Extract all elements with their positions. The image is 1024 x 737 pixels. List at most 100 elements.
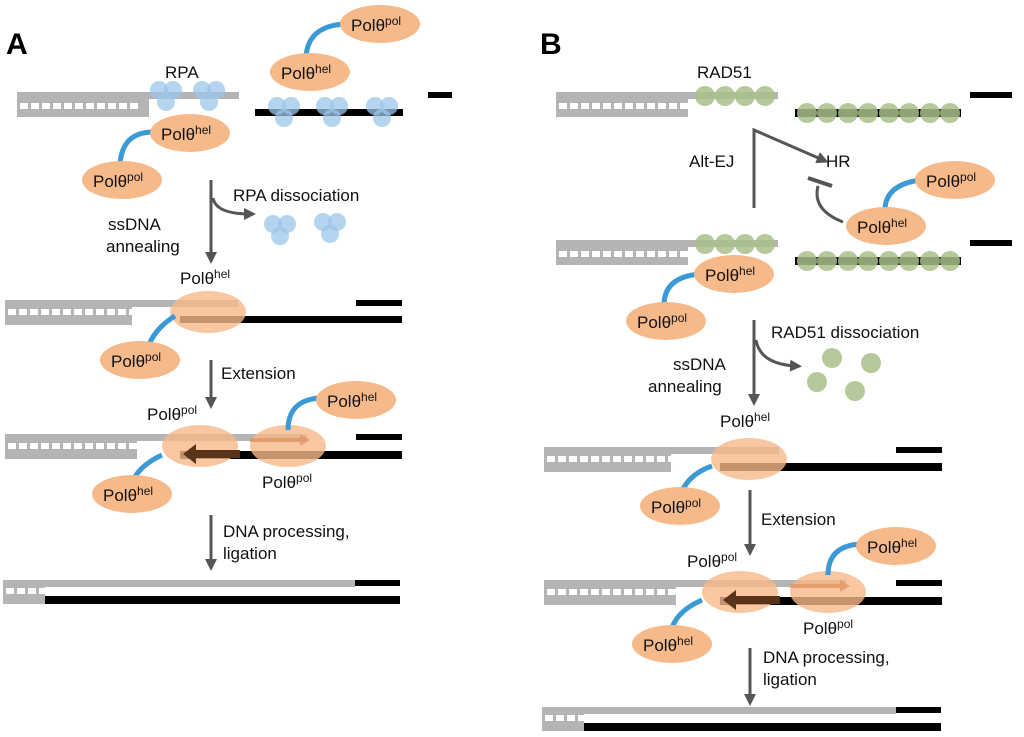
rad51-monomer xyxy=(817,251,837,271)
base-pair xyxy=(430,100,435,106)
base-pair xyxy=(292,588,300,594)
base-pair xyxy=(41,309,49,315)
black-strand xyxy=(355,580,400,586)
rad51-monomer xyxy=(822,348,842,368)
panel-b-dna-2 xyxy=(556,234,1012,271)
base-pair xyxy=(636,251,644,257)
base-pair xyxy=(239,443,247,449)
base-pair xyxy=(864,715,872,721)
base-pair xyxy=(358,308,366,314)
base-pair xyxy=(569,456,577,462)
base-pair xyxy=(743,715,751,721)
base-pair xyxy=(1002,100,1009,106)
polq-complex: Polθpol Polθhel xyxy=(846,161,995,245)
base-pair xyxy=(72,588,80,594)
gray-strand xyxy=(542,707,896,714)
base-pair xyxy=(138,588,146,594)
polq-complex: Polθpol Polθhel xyxy=(270,5,420,91)
polq-hel-domain xyxy=(856,527,936,565)
base-pair xyxy=(668,589,676,595)
rpa-subunit xyxy=(323,109,341,127)
base-pair xyxy=(602,456,610,462)
base-pair xyxy=(600,715,608,721)
base-pair xyxy=(369,308,377,314)
base-pair xyxy=(930,715,938,721)
polq-hel-label: Polθhel xyxy=(103,484,153,505)
base-pair xyxy=(655,715,663,721)
rad51-monomer xyxy=(715,86,735,106)
hr-label: HR xyxy=(826,152,851,171)
base-pair xyxy=(732,715,740,721)
base-pair xyxy=(614,103,622,109)
base-pair xyxy=(647,251,655,257)
base-pair xyxy=(677,715,685,721)
base-pair xyxy=(1002,248,1009,254)
polq-hel-domain xyxy=(170,291,246,333)
rad51-monomer xyxy=(940,103,960,123)
synthesis-arrow xyxy=(790,580,850,592)
synthesis-arrow xyxy=(250,434,310,446)
base-pair xyxy=(336,588,344,594)
panel-a-dna-2: Polθpol xyxy=(5,291,402,379)
base-pair xyxy=(897,715,905,721)
gray-strand xyxy=(3,580,355,587)
base-pair xyxy=(446,100,451,106)
base-pair xyxy=(369,442,377,448)
polq-hel-domain xyxy=(150,114,230,152)
base-pair xyxy=(909,588,917,594)
rad51-monomer xyxy=(735,234,755,254)
base-pair xyxy=(63,443,71,449)
base-pair xyxy=(636,103,644,109)
black-duplex-top xyxy=(970,240,1012,246)
base-pair xyxy=(19,443,27,449)
base-pair xyxy=(669,103,677,109)
base-pair xyxy=(19,309,27,315)
base-pair xyxy=(61,588,69,594)
black-strand xyxy=(584,723,941,731)
base-pair xyxy=(920,588,928,594)
base-pair xyxy=(591,456,599,462)
base-pair xyxy=(547,589,555,595)
base-pair xyxy=(992,248,999,254)
base-pair xyxy=(809,715,817,721)
base-ticks xyxy=(545,715,938,721)
base-pair xyxy=(580,589,588,595)
base-pair xyxy=(380,308,388,314)
base-pair xyxy=(613,589,621,595)
base-pair xyxy=(559,251,567,257)
base-pair xyxy=(898,455,906,461)
base-pair xyxy=(679,456,687,462)
base-pair xyxy=(83,588,91,594)
base-ticks xyxy=(559,248,1009,257)
polq-complex: Polθhel Polθpol xyxy=(626,255,774,340)
base-pair xyxy=(611,715,619,721)
new-dna xyxy=(196,451,240,458)
base-pair xyxy=(972,100,979,106)
base-pair xyxy=(668,456,676,462)
rad51-monomer xyxy=(797,103,817,123)
panel-b-dna-final xyxy=(542,707,941,731)
rad51-monomer xyxy=(899,103,919,123)
gray-overhang xyxy=(149,92,239,99)
panel-b-dna-4: Polθhel Polθhel Polθpol xyxy=(544,527,942,663)
base-pair xyxy=(8,309,16,315)
polq-pol-label: Polθpol xyxy=(687,550,737,571)
black-duplex-top xyxy=(356,434,402,440)
base-pair xyxy=(721,715,729,721)
base-pair xyxy=(31,103,39,109)
base-pair xyxy=(635,456,643,462)
base-pair xyxy=(931,455,939,461)
rad51-monomer xyxy=(845,381,865,401)
base-pair xyxy=(140,443,148,449)
rad51-label: RAD51 xyxy=(697,63,752,82)
base-pair xyxy=(558,589,566,595)
base-pair xyxy=(8,443,16,449)
base-pair xyxy=(248,588,256,594)
base-pair xyxy=(875,715,883,721)
polq-pol-domain xyxy=(100,341,180,379)
base-pair xyxy=(558,456,566,462)
base-pair xyxy=(30,309,38,315)
base-pair xyxy=(171,588,179,594)
rpa-subunit xyxy=(157,93,175,111)
base-ticks xyxy=(6,588,399,594)
